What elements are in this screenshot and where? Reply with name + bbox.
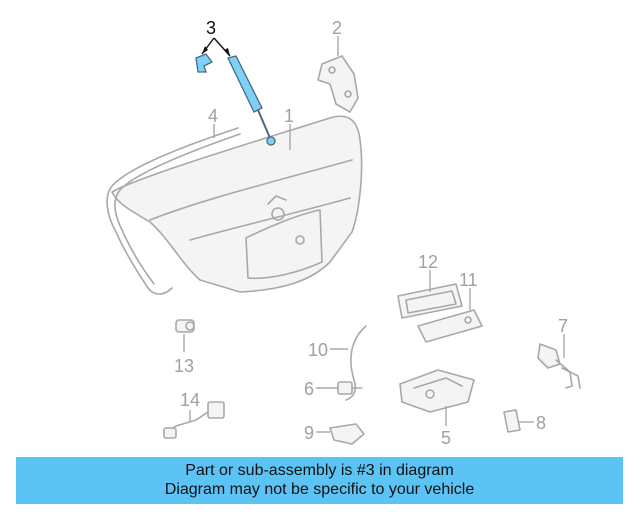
hinge (317, 55, 359, 113)
callout-12[interactable]: 12 (418, 252, 438, 272)
bolt (337, 381, 363, 395)
release-cable (345, 325, 367, 401)
handle-bezel (397, 283, 463, 319)
clip (329, 423, 365, 445)
callout-7[interactable]: 7 (558, 316, 568, 336)
callout-14[interactable]: 14 (180, 390, 200, 410)
callout-10[interactable]: 10 (308, 340, 328, 360)
callout-2[interactable]: 2 (332, 18, 342, 38)
callout-6[interactable]: 6 (304, 379, 314, 399)
callout-8[interactable]: 8 (536, 413, 546, 433)
callout-1[interactable]: 1 (284, 106, 294, 126)
callout-3[interactable]: 3 (206, 18, 216, 38)
lock-with-keys (537, 343, 581, 389)
weatherstrip (106, 127, 241, 295)
banner-line-part: Part or sub-assembly is #3 in diagram (185, 462, 454, 479)
grommet (503, 409, 521, 433)
info-banner: Part or sub-assembly is #3 in diagram Di… (16, 457, 623, 504)
callout-9[interactable]: 9 (304, 423, 314, 443)
lock-cylinder (175, 319, 195, 333)
trunk-latch (399, 369, 475, 413)
banner-line-disclaimer: Diagram may not be specific to your vehi… (164, 481, 475, 498)
callout-5[interactable]: 5 (441, 428, 451, 448)
leader-lines (183, 36, 565, 433)
exploded-parts-diagram: 3 2 4 1 13 14 10 6 9 5 12 11 7 8 (106, 18, 581, 448)
callout-11[interactable]: 11 (459, 270, 478, 290)
callout-4[interactable]: 4 (208, 106, 218, 126)
trunk-lid (111, 115, 363, 293)
lift-support-strut (195, 53, 276, 146)
trunk-handle (417, 309, 483, 343)
callout-13[interactable]: 13 (174, 356, 194, 376)
wiring-harness (163, 401, 225, 439)
